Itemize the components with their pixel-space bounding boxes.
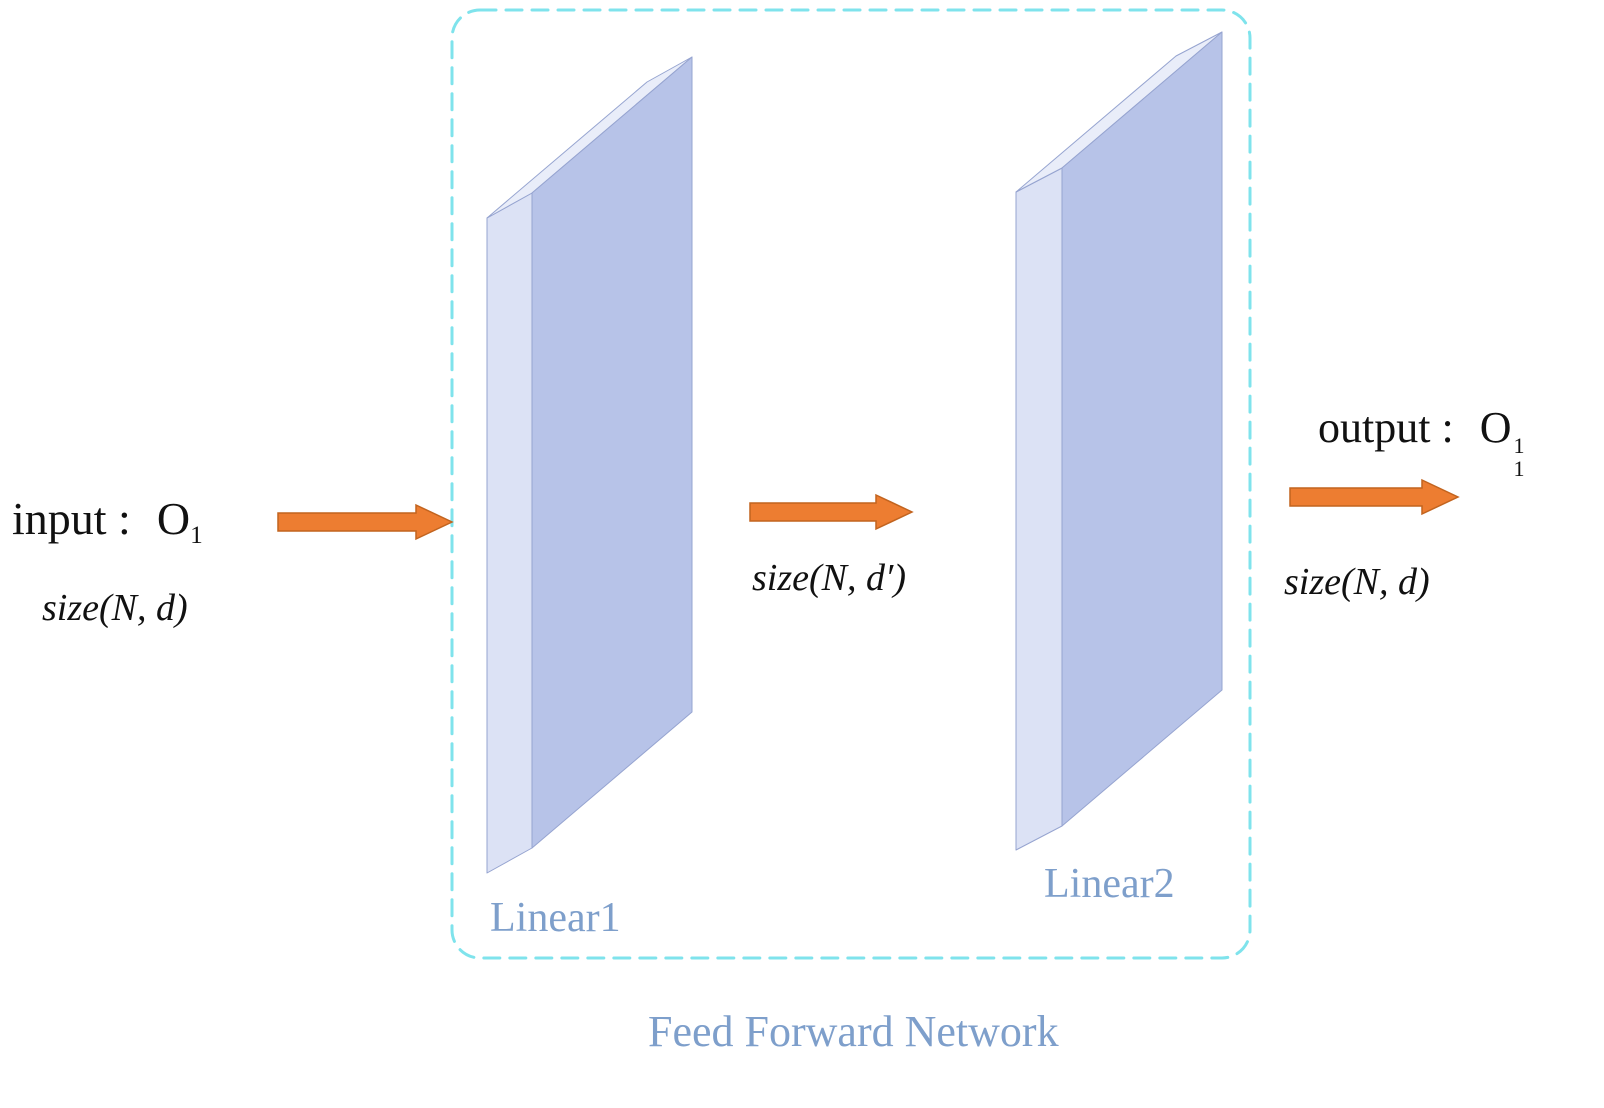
linear1-slab-front bbox=[531, 56, 693, 849]
output-size-label: size(N, d) bbox=[1284, 561, 1430, 603]
input-size-label: size(N, d) bbox=[42, 587, 188, 629]
output-symbol: O bbox=[1479, 403, 1512, 452]
output-word: output : bbox=[1318, 403, 1454, 452]
linear2-slab-front bbox=[1061, 31, 1223, 827]
diagram-title: Feed Forward Network bbox=[648, 1007, 1059, 1056]
linear2-slab bbox=[1015, 31, 1223, 851]
input-symbol: O bbox=[156, 493, 191, 544]
linear2-slab-side bbox=[1015, 167, 1063, 851]
input-word: input : bbox=[12, 493, 131, 544]
ffn-boundary-box bbox=[450, 8, 1252, 960]
output-subscript: 1 bbox=[1513, 456, 1525, 482]
input-arrow bbox=[277, 503, 454, 541]
linear1-slab bbox=[486, 56, 693, 874]
hidden-size-label: size(N, d′) bbox=[752, 557, 906, 599]
input-label: input : O1 bbox=[12, 492, 203, 550]
linear1-slab-side bbox=[486, 192, 533, 874]
hidden-arrow bbox=[749, 493, 914, 531]
output-superscript: 1 bbox=[1513, 433, 1525, 458]
input-subscript: 1 bbox=[190, 520, 203, 549]
linear1-caption: Linear1 bbox=[490, 895, 621, 941]
output-arrow bbox=[1289, 478, 1460, 516]
linear2-caption: Linear2 bbox=[1044, 861, 1175, 907]
